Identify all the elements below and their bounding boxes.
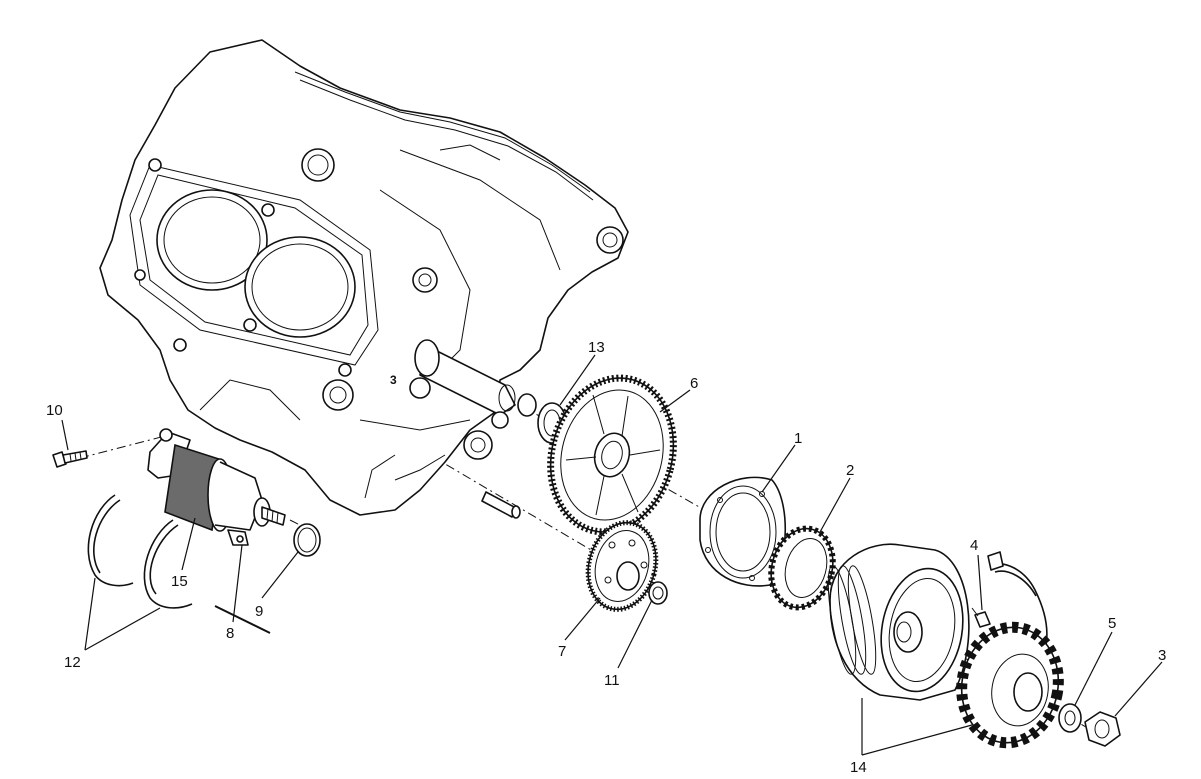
part-14-stator xyxy=(956,551,1064,749)
part-5-washer xyxy=(1058,703,1082,733)
dowel-pin xyxy=(481,491,521,519)
callout-1: 1 xyxy=(794,430,802,447)
callout-2: 2 xyxy=(846,462,854,479)
part-10-bolt xyxy=(52,450,88,468)
part-3-nut xyxy=(1084,711,1121,747)
callout-14: 14 xyxy=(850,759,867,776)
part-2-one-way-clutch xyxy=(768,525,836,611)
callout-4: 4 xyxy=(970,537,978,554)
callout-labels: 10 12 15 8 9 13 6 7 11 1 2 14 4 5 3 xyxy=(46,339,1166,776)
callout-10: 10 xyxy=(46,402,63,419)
part-8-pin xyxy=(214,605,271,634)
part-11-washer xyxy=(648,581,668,605)
callout-12: 12 xyxy=(64,654,81,671)
part-14-flywheel-rotor xyxy=(827,543,970,701)
callout-13: 13 xyxy=(588,339,605,356)
part-7-idler-gear xyxy=(585,520,659,612)
callout-8: 8 xyxy=(226,625,234,642)
callout-3: 3 xyxy=(1158,647,1166,664)
stamp-mark: 3 xyxy=(390,373,397,387)
callout-9: 9 xyxy=(255,603,263,620)
part-4-screw xyxy=(971,607,991,628)
part-1-cover-plate xyxy=(699,476,787,587)
part-9-o-ring xyxy=(293,523,321,557)
part-15-starter-motor xyxy=(147,428,286,546)
callout-6: 6 xyxy=(690,375,698,392)
engine-crankcase: 3 xyxy=(99,39,629,516)
callout-7: 7 xyxy=(558,643,566,660)
leader-lines xyxy=(61,354,1163,756)
callout-5: 5 xyxy=(1108,615,1116,632)
callout-11: 11 xyxy=(604,672,620,689)
part-12-cable-clamps xyxy=(87,494,193,609)
callout-15: 15 xyxy=(171,573,188,590)
part-6-starter-gear xyxy=(547,374,677,536)
